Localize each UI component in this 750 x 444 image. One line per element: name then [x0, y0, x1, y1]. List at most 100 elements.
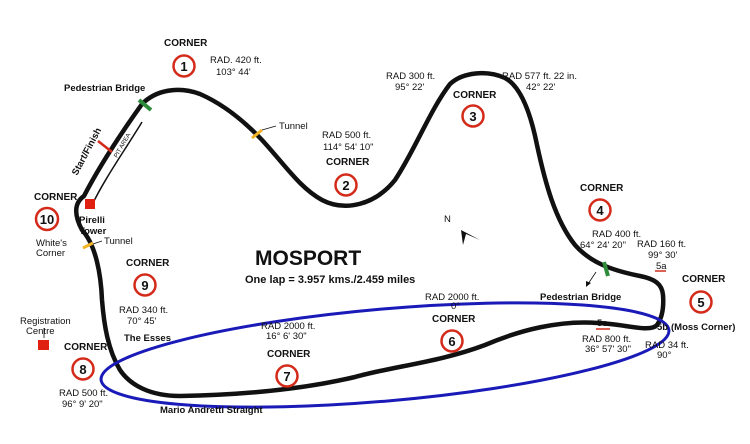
- tunnel-1-marker: [251, 128, 263, 140]
- pit-lane: [91, 121, 143, 206]
- svg-text:RAD 400 ft.: RAD 400 ft.: [592, 229, 641, 240]
- svg-text:RAD 300 ft.: RAD 300 ft.: [386, 71, 435, 82]
- corner-5-badge: CORNER 5: [682, 274, 726, 314]
- lap-length: One lap = 3.957 kms./2.459 miles: [245, 274, 415, 286]
- svg-text:42° 22': 42° 22': [526, 82, 556, 93]
- svg-text:70° 45': 70° 45': [127, 316, 157, 327]
- pirelli-tower-label: Pirelli Tower: [79, 215, 107, 237]
- svg-text:CORNER: CORNER: [126, 258, 170, 269]
- corner-7-badge: CORNER 7: [267, 349, 311, 388]
- corner-9-badge: CORNER 9: [126, 258, 170, 297]
- pedestrian-bridge-2-marker: [602, 261, 610, 277]
- svg-text:99° 30': 99° 30': [648, 250, 678, 261]
- corner-7-radius: RAD 2000 ft. 16° 6' 30": [261, 321, 315, 342]
- corner-10-badge: CORNER 10: [34, 192, 78, 232]
- svg-text:CORNER: CORNER: [164, 38, 208, 49]
- svg-text:95° 22': 95° 22': [395, 82, 425, 93]
- svg-text:3: 3: [469, 109, 476, 124]
- svg-text:CORNER: CORNER: [326, 157, 370, 168]
- svg-text:N: N: [444, 214, 451, 225]
- bridge-2-pointer: [587, 271, 597, 285]
- svg-text:Centre: Centre: [26, 326, 55, 337]
- pedestrian-bridge-2-label: Pedestrian Bridge: [540, 292, 621, 303]
- pedestrian-bridge-1-marker: [137, 98, 153, 112]
- corner-8-radius: RAD 500 ft. 96° 9' 20": [59, 388, 108, 410]
- corner-2-radius: RAD 500 ft. 114° 54' 10": [322, 130, 374, 153]
- svg-text:64° 24' 20": 64° 24' 20": [580, 240, 626, 251]
- svg-text:White's: White's: [36, 238, 67, 249]
- svg-text:RAD. 420 ft.: RAD. 420 ft.: [210, 55, 262, 66]
- corner-3-radius-b: RAD 577 ft. 22 in. 42° 22': [502, 71, 577, 93]
- pedestrian-bridge-1-label: Pedestrian Bridge: [64, 83, 145, 94]
- svg-text:8: 8: [79, 362, 86, 377]
- svg-text:Registration: Registration: [20, 316, 71, 327]
- corner-4-radius: RAD 400 ft. 64° 24' 20": [580, 229, 641, 251]
- the-esses-label: The Esses: [124, 333, 171, 344]
- corner-4-badge: CORNER 4: [580, 183, 624, 222]
- svg-text:5a: 5a: [656, 261, 667, 272]
- whites-corner-label: White's Corner: [36, 238, 67, 259]
- svg-text:5b: 5b: [657, 322, 668, 333]
- corner-6-badge: CORNER 6: [432, 314, 476, 353]
- svg-text:RAD 2000 ft.: RAD 2000 ft.: [261, 321, 315, 332]
- corner-2-badge: CORNER 2: [326, 157, 370, 197]
- svg-text:Pirelli: Pirelli: [79, 215, 105, 226]
- svg-text:Corner: Corner: [36, 248, 65, 259]
- svg-text:RAD 500 ft.: RAD 500 ft.: [322, 130, 371, 141]
- corner-3-badge: CORNER 3: [453, 90, 497, 128]
- corner-1-badge: CORNER 1: [164, 38, 208, 78]
- start-finish-line: [97, 140, 113, 153]
- svg-text:RAD 2000 ft.: RAD 2000 ft.: [425, 292, 479, 303]
- svg-text:90°: 90°: [657, 350, 672, 361]
- svg-text:RAD 500 ft.: RAD 500 ft.: [59, 388, 108, 399]
- corner-5a-radius: RAD 160 ft. 99° 30' 5a: [637, 239, 686, 272]
- svg-text:CORNER: CORNER: [432, 314, 476, 325]
- svg-text:Tower: Tower: [79, 226, 107, 237]
- pirelli-tower-marker: [85, 199, 95, 209]
- svg-text:114° 54' 10": 114° 54' 10": [323, 142, 374, 153]
- north-arrow-icon: N: [444, 214, 480, 245]
- svg-text:2: 2: [342, 178, 349, 193]
- pit-area-label: PIT AREA: [114, 133, 133, 159]
- svg-text:CORNER: CORNER: [682, 274, 726, 285]
- registration-centre-marker: [38, 340, 49, 350]
- svg-text:96° 9' 20": 96° 9' 20": [62, 399, 103, 410]
- corner-8-badge: CORNER 8: [64, 342, 108, 381]
- svg-text:16° 6' 30": 16° 6' 30": [266, 331, 307, 342]
- svg-text:10: 10: [40, 212, 54, 227]
- svg-text:0°: 0°: [451, 301, 460, 312]
- corner-3-radius-a: RAD 300 ft. 95° 22': [386, 71, 435, 93]
- svg-text:7: 7: [283, 369, 290, 384]
- svg-text:5c: 5c: [597, 318, 608, 329]
- svg-text:RAD 34 ft.: RAD 34 ft.: [645, 340, 689, 351]
- svg-text:(Moss Corner): (Moss Corner): [671, 322, 735, 333]
- svg-text:5: 5: [697, 295, 704, 310]
- svg-text:RAD 160 ft.: RAD 160 ft.: [637, 239, 686, 250]
- tunnel-1-label: Tunnel: [279, 121, 308, 132]
- race-track: [74, 70, 666, 399]
- corner-5b-radius: 5b (Moss Corner) RAD 34 ft. 90°: [645, 322, 735, 361]
- svg-text:CORNER: CORNER: [453, 90, 497, 101]
- corner-5c-radius: 5c RAD 800 ft. 36° 57' 30": [582, 318, 631, 355]
- svg-text:CORNER: CORNER: [267, 349, 311, 360]
- svg-text:RAD 800 ft.: RAD 800 ft.: [582, 334, 631, 345]
- svg-text:4: 4: [596, 203, 604, 218]
- map-title: MOSPORT: [255, 247, 361, 270]
- svg-text:9: 9: [141, 278, 148, 293]
- svg-text:6: 6: [448, 334, 455, 349]
- svg-text:RAD 577 ft. 22 in.: RAD 577 ft. 22 in.: [502, 71, 577, 82]
- bridge-2-arrowhead: [586, 281, 591, 287]
- svg-text:103° 44': 103° 44': [216, 67, 251, 78]
- tunnel-2-pointer: [92, 240, 103, 245]
- tunnel-2-marker: [82, 241, 94, 250]
- svg-text:1: 1: [180, 59, 187, 74]
- svg-text:36° 57' 30": 36° 57' 30": [585, 344, 631, 355]
- corner-9-radius: RAD 340 ft. 70° 45': [119, 305, 168, 327]
- tunnel-2-label: Tunnel: [104, 236, 133, 247]
- corner-6-radius: RAD 2000 ft. 0°: [425, 292, 479, 312]
- mario-andretti-straight-label: Mario Andretti Straight: [160, 405, 263, 416]
- svg-text:CORNER: CORNER: [580, 183, 624, 194]
- svg-text:CORNER: CORNER: [64, 342, 108, 353]
- tunnel-pointer: [261, 125, 277, 131]
